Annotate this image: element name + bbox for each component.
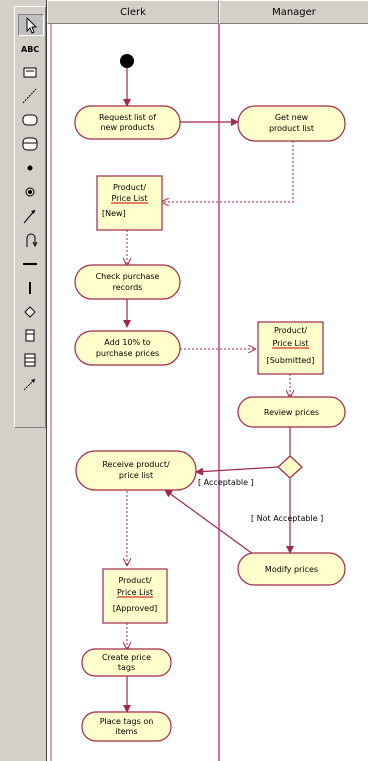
- object-new-state: [New]: [102, 209, 126, 218]
- object-approved-name-line-2: Price List: [117, 588, 153, 597]
- activity-create-tags-line-2: tags: [118, 663, 135, 672]
- state-icon: [22, 137, 38, 151]
- activity-modify-prices[interactable]: Modify prices: [237, 552, 346, 586]
- object-price-list-submitted[interactable]: Product/ Price List [Submitted]: [257, 321, 324, 375]
- activity-receive-list-line-1: Receive product/: [102, 460, 170, 469]
- objflow-get-list-to-new[interactable]: [162, 141, 294, 202]
- activity-place-tags-line-1: Place tags on: [100, 717, 154, 726]
- note-tool-button[interactable]: [18, 62, 44, 84]
- note-icon: [23, 67, 37, 78]
- object-flow-icon: [23, 378, 36, 391]
- object-submitted-name-line-1: Product/: [274, 326, 307, 335]
- object-approved-name-line-1: Product/: [118, 576, 151, 585]
- swimlane-icon: [24, 353, 36, 367]
- decision-tool-button[interactable]: [18, 302, 44, 324]
- anchor-note-tool-button[interactable]: [18, 86, 44, 108]
- activity-check-records-line-1: Check purchase: [96, 272, 160, 281]
- object-submitted-state: [Submitted]: [267, 356, 315, 365]
- activity-add-ten-percent-line-1: Add 10% to: [104, 338, 150, 347]
- start-state-icon: [27, 165, 33, 171]
- object-approved-state: [Approved]: [113, 604, 158, 613]
- activity-request-list-line-1: Request list of: [99, 113, 156, 122]
- activity-tool-button[interactable]: [18, 110, 44, 132]
- activity-get-new-list[interactable]: Get new product list: [237, 105, 346, 142]
- pointer-tool-button[interactable]: [18, 14, 44, 36]
- self-transition-icon: [26, 233, 38, 248]
- activity-place-tags[interactable]: Place tags on items: [81, 711, 172, 742]
- activity-request-list-line-2: new products: [100, 123, 154, 132]
- diagram-toolbox: ABC: [0, 0, 47, 761]
- decision-node[interactable]: [277, 455, 303, 479]
- vertical-sync-tool-button[interactable]: [18, 278, 44, 300]
- activity-create-tags[interactable]: Create price tags: [81, 648, 172, 677]
- flow-acceptable[interactable]: [195, 466, 279, 476]
- object-submitted-name-line-2: Price List: [272, 339, 308, 348]
- activity-place-tags-line-2: items: [115, 727, 137, 736]
- activity-review-prices-label: Review prices: [264, 408, 319, 417]
- horizontal-sync-tool-button[interactable]: [18, 254, 44, 276]
- start-state-tool-button[interactable]: [18, 158, 44, 180]
- activity-get-new-list-line-1: Get new: [275, 113, 309, 122]
- text-tool-icon: ABC: [21, 45, 39, 54]
- text-tool-label: ABC: [21, 45, 39, 54]
- activity-add-ten-percent-line-2: purchase prices: [96, 349, 159, 358]
- activity-request-list[interactable]: Request list of new products: [74, 105, 181, 140]
- activity-receive-list[interactable]: Receive product/ price list: [75, 450, 197, 491]
- text-tool-button[interactable]: ABC: [18, 38, 44, 60]
- activity-check-records-line-2: records: [113, 283, 143, 292]
- object-price-list-new[interactable]: Product/ Price List [New]: [96, 175, 163, 231]
- activity-receive-list-line-2: price list: [119, 471, 153, 480]
- swimlane-header-manager[interactable]: Manager: [219, 0, 368, 24]
- anchor-note-icon: [22, 88, 37, 104]
- object-new-name-line-1: Product/: [113, 183, 146, 192]
- swimlane-header-clerk[interactable]: Clerk: [47, 0, 219, 24]
- transition-tool-button[interactable]: [18, 206, 44, 228]
- activity-review-prices[interactable]: Review prices: [237, 396, 346, 428]
- state-tool-button[interactable]: [18, 134, 44, 156]
- object-new-name-line-2: Price List: [111, 194, 147, 203]
- flow-modify-to-receive[interactable]: [164, 489, 254, 555]
- guard-acceptable: [ Acceptable ]: [198, 478, 254, 487]
- initial-node[interactable]: [120, 54, 134, 68]
- guard-not-acceptable: [ Not Acceptable ]: [251, 514, 323, 523]
- swimlane-tool-button[interactable]: [18, 350, 44, 372]
- horizontal-sync-icon: [23, 263, 37, 265]
- object-flow-tool-button[interactable]: [18, 374, 44, 396]
- end-state-icon: [25, 187, 35, 197]
- activity-create-tags-line-1: Create price: [102, 653, 151, 662]
- transition-icon: [23, 209, 36, 224]
- activity-get-new-list-line-2: product list: [269, 124, 314, 133]
- object-icon: [25, 329, 35, 342]
- object-price-list-approved[interactable]: Product/ Price List [Approved]: [102, 568, 168, 624]
- activity-modify-prices-label: Modify prices: [265, 565, 318, 574]
- vertical-sync-icon: [29, 282, 31, 294]
- pointer-icon: [26, 16, 38, 34]
- end-state-tool-button[interactable]: [18, 182, 44, 204]
- decision-icon: [24, 306, 36, 318]
- diagram-canvas[interactable]: Clerk Manager: [46, 0, 368, 761]
- object-tool-button[interactable]: [18, 326, 44, 348]
- activity-state-icon: [22, 114, 38, 126]
- activity-diagram: [ Acceptable ] [ Not Acceptable ] Reques…: [50, 24, 346, 761]
- self-transition-tool-button[interactable]: [18, 230, 44, 252]
- activity-add-ten-percent[interactable]: Add 10% to purchase prices: [74, 330, 181, 366]
- activity-check-records[interactable]: Check purchase records: [74, 264, 181, 300]
